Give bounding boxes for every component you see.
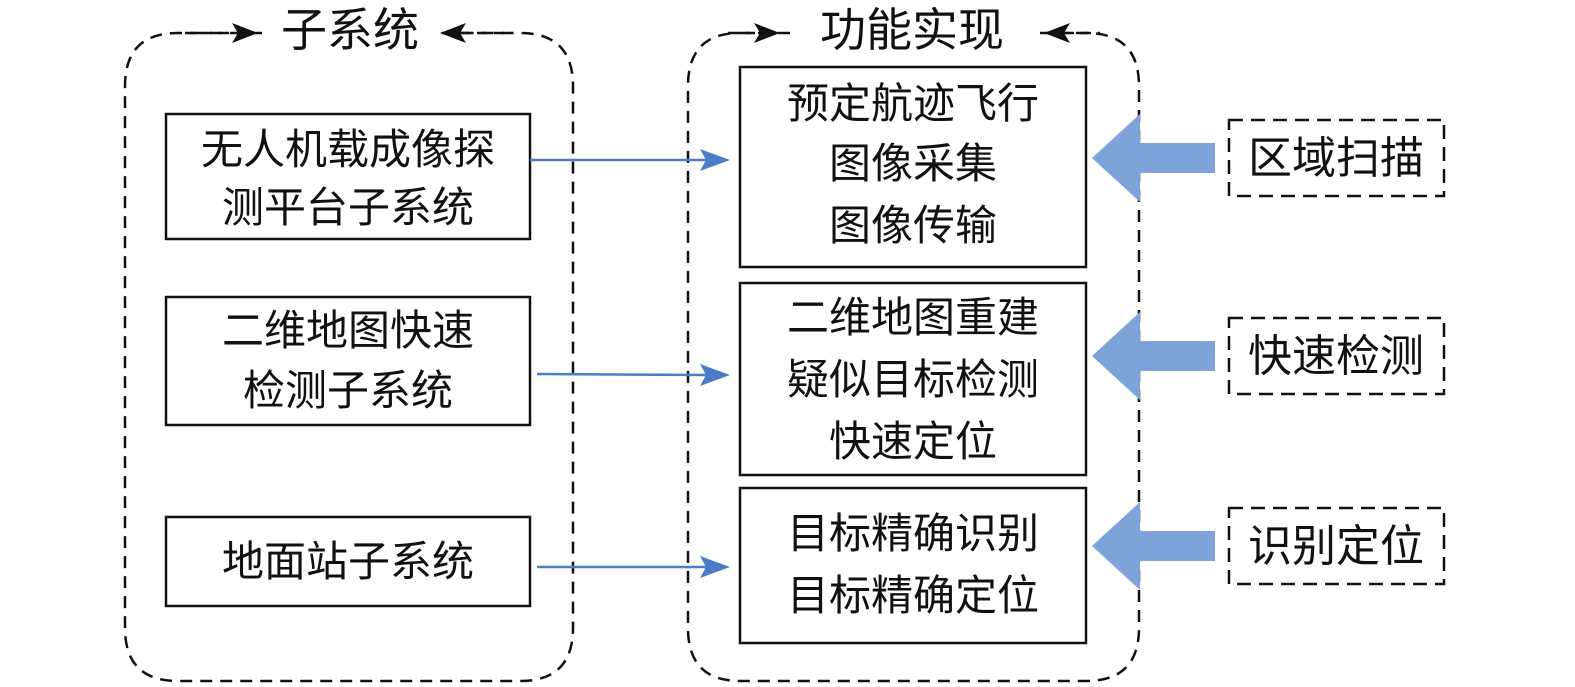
- function-box-1-line-1: 预定航迹飞行: [787, 79, 1039, 128]
- tag-3-label: 识别定位: [1248, 521, 1424, 572]
- subsystems-group: 子系统 无人机载成像探 测平台子系统 二维地图快速 检测子系统 地面站子系统: [123, 3, 575, 683]
- function-box-3-line-2: 目标精确定位: [787, 571, 1039, 620]
- tag-box-3: [1227, 506, 1446, 586]
- fat-arrows: [1092, 114, 1215, 590]
- tag-box-2: [1227, 316, 1446, 396]
- connectors: [530, 149, 730, 578]
- fat-arrow-2: [1092, 312, 1215, 400]
- subsystems-title-left-arrow: [232, 23, 258, 43]
- function-box-3: [738, 486, 1088, 645]
- subsystems-title-right-arrow: [440, 23, 466, 43]
- subsystems-title: 子系统: [281, 3, 419, 57]
- function-box-3-line-1: 目标精确识别: [787, 509, 1039, 558]
- function-box-2: [738, 281, 1088, 477]
- subsystem-box-3: [164, 515, 532, 608]
- connector-2-line: [536, 372, 709, 377]
- function-box-2-line-2: 疑似目标检测: [787, 355, 1039, 404]
- tag-1-label: 区域扫描: [1248, 133, 1424, 184]
- function-box-1: [738, 65, 1088, 269]
- subsystems-group-border: [123, 31, 575, 683]
- function-box-2-line-1: 二维地图重建: [787, 293, 1039, 342]
- subsystem-box-1-line-2: 测平台子系统: [222, 183, 474, 232]
- subsystem-box-2-line-2: 检测子系统: [243, 366, 453, 415]
- functions-group-border: [686, 31, 1141, 683]
- connector-3-arrowhead: [700, 556, 730, 578]
- function-box-2-line-3: 快速定位: [829, 417, 997, 466]
- functions-title-right-arrow: [1044, 23, 1070, 43]
- tags: 区域扫描 快速检测 识别定位: [1227, 118, 1446, 586]
- subsystem-box-2-line-1: 二维地图快速: [222, 306, 474, 355]
- functions-title: 功能实现: [820, 3, 1004, 57]
- tag-box-1: [1227, 118, 1446, 198]
- tag-2-label: 快速检测: [1248, 331, 1424, 382]
- connector-1-arrowhead: [700, 149, 730, 171]
- functions-group: 功能实现 预定航迹飞行 图像采集 图像传输 二维地图重建 疑似目标检测 快速定位…: [686, 3, 1141, 683]
- subsystem-box-1: [164, 112, 532, 241]
- function-box-1-line-2: 图像采集: [829, 139, 997, 188]
- subsystem-box-2: [164, 295, 532, 427]
- fat-arrow-3: [1092, 502, 1215, 590]
- connector-2-arrowhead: [700, 364, 730, 386]
- functions-title-left-arrow: [754, 23, 780, 43]
- subsystem-box-3-line-1: 地面站子系统: [222, 537, 474, 586]
- fat-arrow-1: [1092, 114, 1215, 202]
- function-box-1-line-3: 图像传输: [829, 201, 997, 250]
- subsystem-box-1-line-1: 无人机载成像探: [201, 125, 495, 174]
